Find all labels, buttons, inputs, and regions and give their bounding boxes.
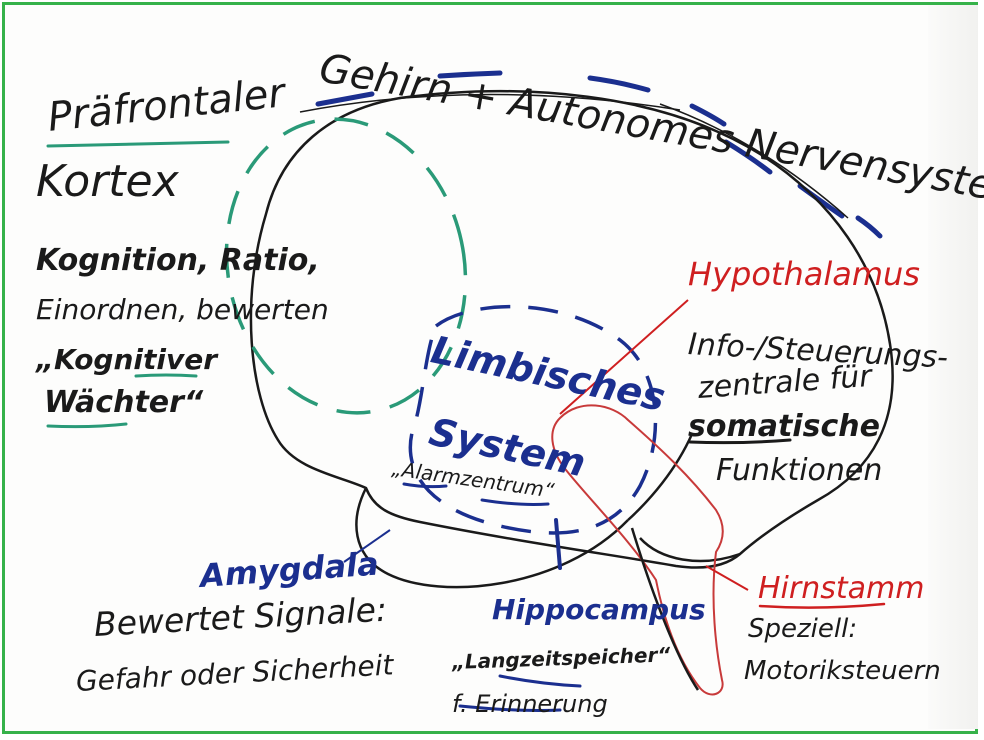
prefrontal-label-line2: Kortex	[36, 160, 179, 204]
hypothalamus-label: Hypothalamus	[688, 258, 920, 290]
brainstem-desc-line2: Motoriksteuern	[744, 658, 941, 684]
hypothalamus-desc-line4: Funktionen	[716, 456, 882, 486]
hypothalamus-desc-line3: somatische	[688, 412, 880, 442]
brainstem-label: Hirnstamm	[758, 574, 924, 604]
hippocampus-label: Hippocampus	[492, 596, 706, 624]
prefrontal-role-line2: Wächter“	[44, 388, 203, 418]
brainstem-desc-line1: Speziell:	[748, 616, 857, 642]
brainstem-pointer	[706, 566, 748, 590]
prefrontal-desc-line2: Einordnen, bewerten	[36, 296, 329, 324]
prefrontal-desc-line1: Kognition, Ratio,	[36, 246, 320, 276]
hippocampus-desc-line2: f. Erinnerung	[452, 692, 608, 716]
prefrontal-role-line1: „Kognitiver	[36, 346, 217, 374]
hippocampus-marker	[556, 520, 560, 568]
